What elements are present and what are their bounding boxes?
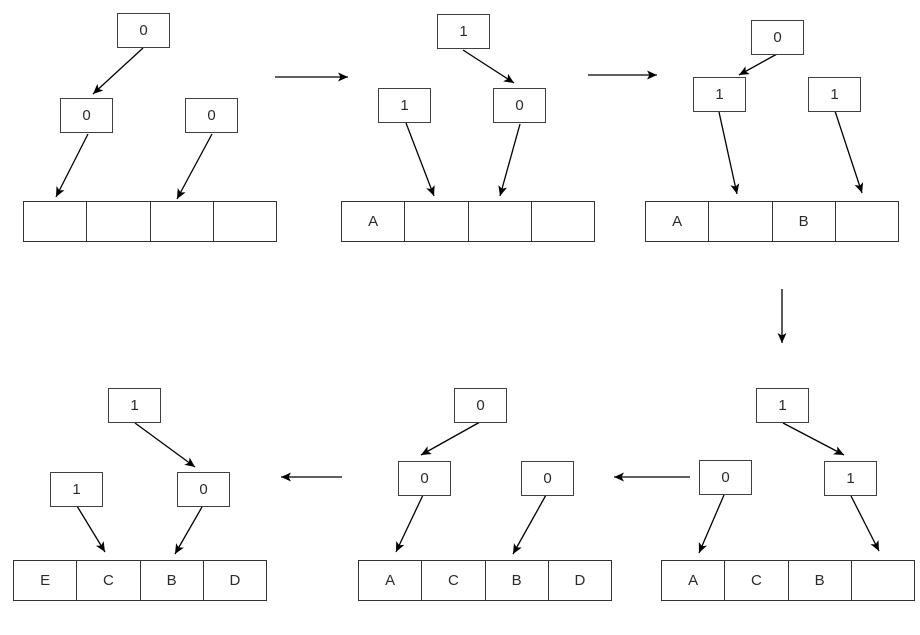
p2-cell-1: A xyxy=(368,213,379,230)
p5-cell-3: B xyxy=(484,561,548,600)
p3-cell-2 xyxy=(708,202,771,241)
p4-cell-2: C xyxy=(724,561,787,600)
p1-cell-4 xyxy=(212,202,276,241)
p5-cell-4: D xyxy=(547,561,611,600)
p6-cell-4: D xyxy=(202,561,266,600)
p6-cell-3: B xyxy=(139,561,203,600)
p5-array: A C B D xyxy=(358,560,612,601)
arrow-p6-root-to-right xyxy=(134,422,196,468)
p6-left-node: 1 xyxy=(50,472,103,507)
p1-array xyxy=(23,201,277,242)
p1-cell-2 xyxy=(86,202,149,241)
p4-cell-3: B xyxy=(787,561,851,600)
p1-right-node: 0 xyxy=(185,98,238,133)
p5-left-node: 0 xyxy=(398,461,451,496)
p4-cell-1: A xyxy=(688,572,699,589)
p5-cell-2: C xyxy=(421,561,484,600)
p1-cell-3 xyxy=(149,202,213,241)
p2-right-node: 0 xyxy=(493,88,546,123)
p6-cell-1: E xyxy=(40,572,51,589)
arrow-p6-right-to-cell3 xyxy=(174,506,203,555)
arrow-p2-root-to-right xyxy=(462,49,515,84)
p6-right-node: 0 xyxy=(177,472,230,507)
p1-root-node: 0 xyxy=(117,13,170,48)
p3-cell-4 xyxy=(834,202,898,241)
p3-root-node: 0 xyxy=(751,20,804,55)
p2-cell-4 xyxy=(530,202,594,241)
p4-array: A C B xyxy=(661,560,915,601)
p3-right-node: 1 xyxy=(808,77,861,112)
p6-root-node: 1 xyxy=(108,388,161,423)
arrow-p5-right-to-cell3 xyxy=(512,494,547,555)
arrow-p2-left-to-cell2 xyxy=(405,122,435,197)
p4-left-node: 0 xyxy=(699,460,752,495)
p5-cell-1: A xyxy=(385,572,396,589)
p2-array: A xyxy=(341,201,595,242)
arrow-p5-root-to-left xyxy=(420,421,481,456)
p1-left-node: 0 xyxy=(60,98,113,133)
arrow-p3-root-to-left xyxy=(738,53,778,76)
p2-cell-2 xyxy=(404,202,467,241)
p4-right-node: 1 xyxy=(824,461,877,496)
arrow-p4-root-to-right xyxy=(782,422,845,456)
p2-cell-3 xyxy=(467,202,531,241)
p5-right-node: 0 xyxy=(521,461,574,496)
arrow-p4-right-to-cell4 xyxy=(850,495,880,552)
p2-left-node: 1 xyxy=(378,88,431,123)
arrow-p4-left-to-cell1 xyxy=(698,494,725,554)
arrow-p6-left-to-cell2 xyxy=(76,505,106,553)
p2-root-node: 1 xyxy=(437,14,490,49)
arrow-p5-left-to-cell1 xyxy=(395,494,424,553)
p3-left-node: 1 xyxy=(693,77,746,112)
arrow-p1-left-to-cell1 xyxy=(55,133,89,198)
p6-cell-2: C xyxy=(76,561,139,600)
p4-cell-4 xyxy=(850,561,914,600)
p6-array: E C B D xyxy=(13,560,267,601)
p3-cell-3: B xyxy=(771,202,835,241)
p4-root-node: 1 xyxy=(756,388,809,423)
arrow-p1-right-to-cell3 xyxy=(176,133,213,200)
arrow-p1-root-to-left xyxy=(92,47,144,95)
arrow-p3-right-to-cell4 xyxy=(834,110,864,194)
p1-cell-1 xyxy=(24,202,86,241)
arrow-p2-right-to-cell3 xyxy=(498,123,521,197)
arrow-p3-left-to-cell2 xyxy=(718,111,740,195)
p3-cell-1: A xyxy=(672,213,683,230)
p3-array: A B xyxy=(645,201,899,242)
p5-root-node: 0 xyxy=(454,388,507,423)
